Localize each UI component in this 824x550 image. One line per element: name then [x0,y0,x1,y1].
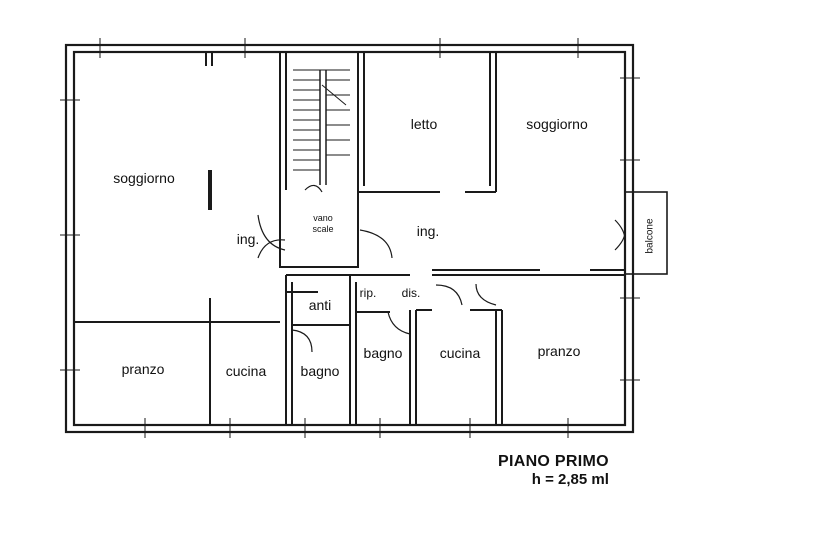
room-anti: anti [308,297,332,313]
wall-ticks [60,38,640,438]
room-balcone: balcone [644,218,656,254]
room-letto: letto [410,116,438,132]
balcony [625,191,668,275]
room-vano-scale: vano scale [312,213,333,235]
room-cucina-right: cucina [439,345,481,361]
room-rip: rip. [359,286,377,300]
room-ing-right: ing. [416,223,440,239]
plan-title: PIANO PRIMO [498,453,609,470]
room-soggiorno-left: soggiorno [113,170,175,186]
room-bagno-right: bagno [363,345,403,361]
room-cucina-left: cucina [225,363,267,379]
room-dis: dis. [401,286,421,300]
scale-label: scale [312,224,334,234]
ceiling-height: h = 2,85 ml [531,471,609,488]
room-soggiorno-right: soggiorno [526,116,588,132]
room-ing-left: ing. [236,231,260,247]
door-swings [257,184,626,353]
vano-label: vano [313,213,333,223]
room-pranzo-right: pranzo [537,343,581,359]
room-bagno-left: bagno [300,363,340,379]
room-pranzo-left: pranzo [121,361,165,377]
plan-caption: PIANO PRIMO h = 2,85 ml [498,453,609,488]
